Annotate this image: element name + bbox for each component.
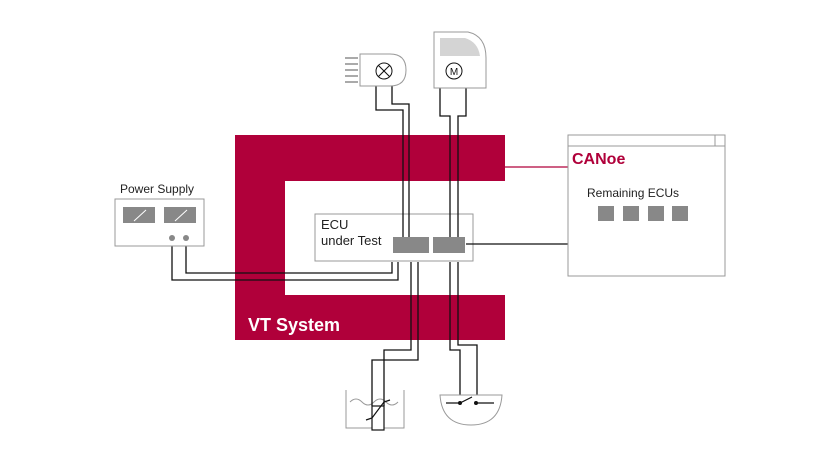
ecu-label-line2: under Test [321, 233, 382, 248]
power-supply: Power Supply [114, 182, 205, 247]
switch-icon [439, 394, 503, 426]
remaining-ecu-4 [672, 206, 688, 221]
canoe-window: CANoe Remaining ECUs [567, 134, 726, 277]
remaining-ecu-1 [598, 206, 614, 221]
remaining-ecu-3 [648, 206, 664, 221]
power-supply-label: Power Supply [120, 182, 194, 196]
motor-icon: M [433, 31, 487, 89]
vt-system-label: VT System [248, 315, 340, 335]
thermistor-icon [345, 378, 405, 431]
canoe-title: CANoe [572, 151, 625, 168]
meter-icon [164, 207, 196, 223]
remaining-ecu-2 [623, 206, 639, 221]
meter-icon [123, 207, 155, 223]
terminal-icon [183, 235, 189, 241]
ecu-connector-right [433, 237, 465, 253]
ecu-connector-left [393, 237, 429, 253]
vt-system-block [235, 135, 505, 340]
remaining-ecus-label: Remaining ECUs [587, 186, 679, 200]
ecu-label-line1: ECU [321, 217, 348, 232]
motor-symbol: M [450, 67, 458, 78]
terminal-icon [169, 235, 175, 241]
lamp-icon [345, 53, 407, 87]
